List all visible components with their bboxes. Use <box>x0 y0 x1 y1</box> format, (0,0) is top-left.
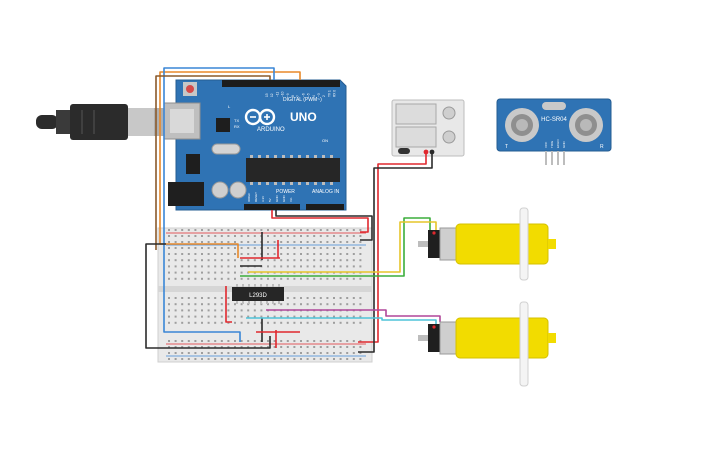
led-l-label: L <box>228 104 231 109</box>
power-supply-icon[interactable] <box>391 99 465 157</box>
arduino-model-text: UNO <box>290 110 317 124</box>
wire-black-gnd <box>275 210 373 241</box>
sensor-label: HC-SR04 <box>541 117 567 123</box>
power-pin-label: 5V <box>268 198 272 202</box>
wire-cyan <box>246 317 437 324</box>
sensor-pin-label: TRIG <box>550 140 554 148</box>
power-header-label: POWER <box>276 189 295 195</box>
digital-pin-label: ~5 <box>307 93 311 97</box>
digital-pin-label: 8 <box>291 95 295 97</box>
digital-pin-label: ~6 <box>301 93 305 97</box>
ic-chip-icon[interactable]: L293D <box>232 284 284 304</box>
digital-pin-label: ~10 <box>281 91 285 97</box>
digital-pin-label: ~9 <box>286 93 290 97</box>
wire-brown <box>155 75 271 250</box>
sensor-pin-label: ECHO <box>556 139 560 148</box>
wire-orange <box>159 71 301 258</box>
digital-pin-label: RX 0 <box>333 90 337 97</box>
analog-header-label: ANALOG IN <box>312 189 340 195</box>
sensor-right-mark: R <box>600 144 604 150</box>
power-pin-label: Vin <box>289 197 293 202</box>
wire-blue <box>163 67 275 342</box>
digital-pin-label: TX 1 <box>327 90 331 97</box>
wire-red-supply <box>358 152 427 343</box>
chip-label: L293D <box>249 293 267 299</box>
sensor-left-mark: T <box>505 144 508 150</box>
wire-yellow <box>248 221 437 273</box>
power-pin-label: IOREF <box>247 193 251 202</box>
digital-pin-label: 12 <box>270 93 274 97</box>
wire-red-5v <box>271 210 369 233</box>
sensor-pin-label: VCC <box>544 141 548 148</box>
usb-cable-icon[interactable] <box>36 104 164 140</box>
digital-pin-label: 7 <box>296 95 300 97</box>
wires[interactable] <box>145 67 441 353</box>
wire-black-left <box>145 243 271 349</box>
digital-header-label: DIGITAL (PWM~) <box>283 97 322 103</box>
power-pin-label: GND <box>282 195 286 203</box>
on-led-label: ON <box>322 138 328 143</box>
arduino-uno-board[interactable]: ARDUINO UNO DIGITAL (PWM~) POWER ANALOG … <box>163 79 347 211</box>
arduino-brand-text: ARDUINO <box>257 127 285 133</box>
led-tx-label: TX <box>234 118 239 123</box>
dc-motor-icon[interactable] <box>418 301 556 387</box>
dc-motor-icon[interactable] <box>418 207 556 281</box>
wire-black-supply <box>358 152 433 353</box>
arduino-logo-icon <box>244 108 276 126</box>
sensor-pin-label: GND <box>562 141 566 149</box>
wire-purple <box>266 309 441 322</box>
digital-pin-label: 13 <box>265 93 269 97</box>
wire-red-jumper-a <box>225 286 232 323</box>
digital-pin-label: 4 <box>312 95 316 97</box>
digital-pin-label: ~3 <box>317 93 321 97</box>
power-pin-label: GND <box>275 195 279 203</box>
digital-pin-label: 2 <box>322 95 326 97</box>
digital-pin-label: ~11 <box>275 92 279 97</box>
power-pin-label: 3.3V <box>261 196 265 202</box>
led-rx-label: RX <box>234 124 240 129</box>
power-pin-label: RESET <box>254 192 258 202</box>
